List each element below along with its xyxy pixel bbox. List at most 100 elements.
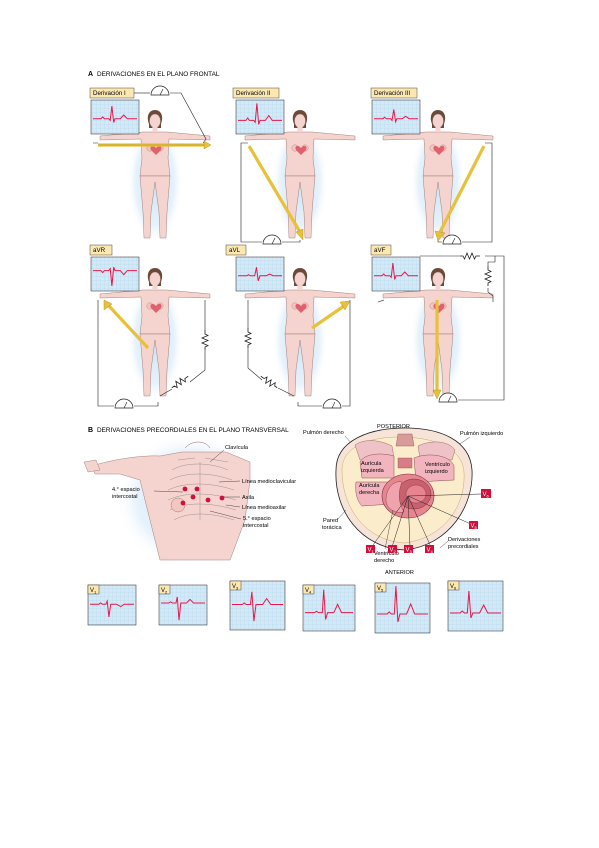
lead-axis-arrow <box>311 304 345 330</box>
precordial-lead-markers: V 1 V 2 V 3 V 4 V 5 <box>366 489 491 554</box>
precordial-electrodes <box>180 486 225 506</box>
label-auricula-izq-2: izquierda <box>361 468 385 474</box>
resistor-icon <box>484 265 492 287</box>
chest-illustration: Clavícula Línea medioclavicular Axila Lí… <box>83 432 296 568</box>
label-4-espacio: 4.° espacio <box>112 487 140 493</box>
marker-v3: V 3 <box>404 545 413 554</box>
lead-panel-II: Derivación II <box>232 87 356 245</box>
svg-text:V: V <box>390 548 394 554</box>
label-pulmon-derecho: Pulmón derecho <box>303 430 344 436</box>
strip-v4: V 4 <box>302 584 356 632</box>
label-derivaciones-1: Derivaciones <box>448 537 481 543</box>
lead-wire <box>189 350 206 383</box>
lead-panel-aVF: aVF <box>370 244 505 403</box>
lead-panel-aVR: aVR <box>89 244 211 409</box>
spine <box>395 433 415 447</box>
label-pared-2: torácica <box>322 525 342 531</box>
strip-v3: V 3 <box>229 580 286 631</box>
ecg-trace <box>238 103 282 125</box>
label-5-espacio: 5.° espacio <box>243 516 271 522</box>
marker-v4: V 4 <box>425 545 434 554</box>
label-auricula-izq-1: Aurícula <box>361 461 382 467</box>
electrode-v6 <box>219 495 225 501</box>
ecg-strip <box>90 99 140 135</box>
label-ventriculo-der-2: derecho <box>374 558 394 564</box>
label-derivaciones-2: precordiales <box>448 544 479 550</box>
ecg-strip <box>235 256 285 292</box>
leader-lines <box>153 449 242 520</box>
svg-text:V: V <box>406 548 410 554</box>
marker-v5: V 5 <box>469 521 478 530</box>
svg-text:V: V <box>427 548 431 554</box>
lead-label: Derivación III <box>374 90 410 97</box>
svg-text:V: V <box>368 548 372 554</box>
section-a-letter: A <box>88 71 93 78</box>
lead-label-box <box>370 87 418 99</box>
galvanometer-icon <box>114 398 134 409</box>
svg-text:V: V <box>377 586 381 592</box>
lead-panel-I: Derivación I <box>89 85 212 245</box>
svg-text:3: 3 <box>236 586 239 591</box>
ecg-trace <box>161 596 205 621</box>
lead-label-box <box>370 244 392 256</box>
resistor-icon <box>258 373 280 391</box>
ecg-trace <box>374 109 418 124</box>
galvanometer-icon <box>262 234 282 245</box>
ecg-trace <box>377 585 428 623</box>
ecg-strip <box>90 256 140 292</box>
left-atrium <box>359 453 395 479</box>
ecg-strip <box>371 99 421 135</box>
precordial-lead-lines <box>372 493 482 548</box>
ecg-trace <box>374 263 418 280</box>
svg-text:6: 6 <box>487 494 490 499</box>
svg-text:4: 4 <box>309 590 312 595</box>
right-ventricle <box>385 481 405 513</box>
lead-wire <box>240 142 301 243</box>
resistor-icon <box>244 327 252 349</box>
ecg-strip <box>371 256 421 292</box>
marker-v6: V 6 <box>481 489 491 499</box>
lead-panel-III: Derivación III <box>370 87 494 245</box>
hand <box>83 459 101 473</box>
electrode-v2 <box>194 486 200 492</box>
lead-axis-arrow <box>107 304 150 350</box>
label-axila: Axila <box>242 495 255 501</box>
lead-axis-arrow <box>247 145 302 233</box>
label-linea-medioclavicular: Línea medioclavicular <box>242 479 296 485</box>
thorax-cross-section: POSTERIOR Pulmón derecho Pulmón izquierd… <box>303 424 503 576</box>
lead-label-box <box>225 244 247 256</box>
electrode-v5 <box>205 497 211 503</box>
label-pared-1: Pared <box>323 518 338 524</box>
label-ventriculo-izq-1: Ventrículo <box>425 462 450 468</box>
svg-text:V: V <box>232 584 236 590</box>
lead-label-box <box>232 87 280 99</box>
ecg-trace <box>232 591 283 622</box>
lead-label-box <box>89 244 113 256</box>
section-a-title: DERIVACIONES EN EL PLANO FRONTAL <box>97 71 220 78</box>
arrowhead <box>203 140 212 150</box>
lead-wire <box>97 300 206 407</box>
strip-v2: V 2 <box>158 584 208 626</box>
lead-label: aVF <box>374 247 386 254</box>
ecg-trace <box>305 589 353 620</box>
svg-text:2: 2 <box>394 549 397 554</box>
ecg-strip <box>235 99 285 135</box>
lead-wire <box>377 255 505 401</box>
label-auricula-der-2: derecha <box>359 490 380 496</box>
precordial-strips: V 1 V 2 V 3 V 4 V 5 <box>87 580 504 634</box>
svg-text:V: V <box>471 524 475 530</box>
resistor-icon <box>201 329 209 351</box>
label-ventriculo-der-1: Ventrículo <box>374 551 399 557</box>
label-5-espacio-intercostal: intercostal <box>243 523 269 529</box>
ecg-trace <box>450 590 501 619</box>
svg-text:V: V <box>90 588 94 594</box>
svg-text:V: V <box>483 492 487 498</box>
svg-text:V: V <box>450 584 454 590</box>
svg-text:3: 3 <box>410 549 413 554</box>
svg-text:V: V <box>161 588 165 594</box>
svg-text:2: 2 <box>165 590 168 595</box>
section-b-title: DERIVACIONES PRECORDIALES EN EL PLANO TR… <box>97 427 289 434</box>
lead-wire <box>247 348 263 381</box>
lead-wire <box>487 256 496 266</box>
